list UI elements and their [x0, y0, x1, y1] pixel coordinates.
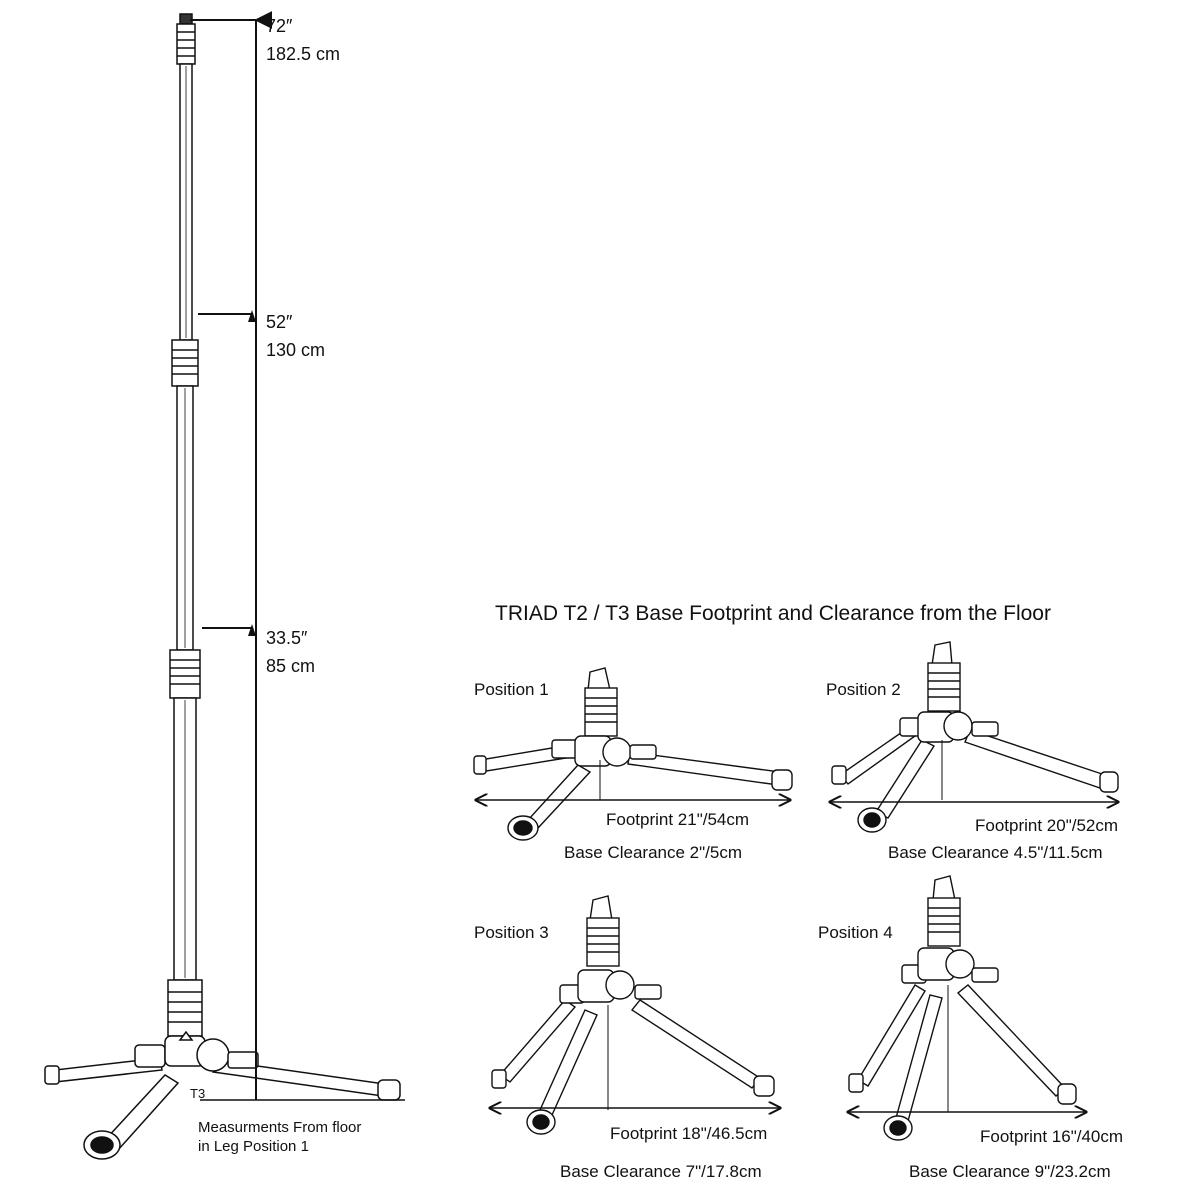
height-72-label: 72″ 182.5 cm	[266, 12, 340, 68]
position-3-label: Position 3	[474, 923, 549, 942]
position-3-clearance: Base Clearance 7"/17.8cm	[560, 1162, 762, 1181]
stand-mast	[167, 13, 203, 1037]
height-inches: 52″	[266, 312, 293, 332]
position-4-footprint: Footprint 16"/40cm	[980, 1127, 1124, 1146]
height-measure-line	[190, 10, 405, 1101]
position-2-label: Position 2	[826, 680, 901, 699]
position-3-diagram	[491, 895, 775, 1135]
height-cm: 130 cm	[266, 340, 326, 360]
position-2-diagram	[831, 641, 1119, 833]
stand-tripod-base	[44, 1030, 401, 1160]
position-3-footprint: Footprint 18"/46.5cm	[610, 1124, 768, 1143]
position-1-clearance: Base Clearance 2"/5cm	[564, 843, 743, 862]
position-1-diagram	[473, 667, 793, 841]
height-33-label: 33.5″ 85 cm	[266, 624, 315, 680]
height-cm: 85 cm	[266, 656, 316, 676]
position-4-diagram	[848, 875, 1077, 1141]
height-52-label: 52″ 130 cm	[266, 308, 325, 364]
height-inches: 72″	[266, 16, 293, 36]
note-line-1: Measurments From floor	[198, 1119, 362, 1136]
position-1-label: Position 1	[474, 680, 549, 699]
section-title: TRIAD T2 / T3 Base Footprint and Clearan…	[495, 602, 1051, 625]
position-4-label: Position 4	[818, 923, 893, 942]
position-1-footprint: Footprint 21"/54cm	[606, 810, 750, 829]
measurement-note: Measurments From floor in Leg Position 1	[198, 1118, 361, 1156]
note-line-2: in Leg Position 1	[198, 1138, 309, 1155]
model-label: T3	[190, 1086, 206, 1101]
position-2-clearance: Base Clearance 4.5"/11.5cm	[888, 843, 1103, 862]
height-inches: 33.5″	[266, 628, 308, 648]
position-4-clearance: Base Clearance 9"/23.2cm	[909, 1162, 1111, 1181]
position-2-footprint: Footprint 20"/52cm	[975, 816, 1119, 835]
height-cm: 182.5 cm	[266, 44, 341, 64]
footprint-arrows	[476, 800, 1118, 1112]
